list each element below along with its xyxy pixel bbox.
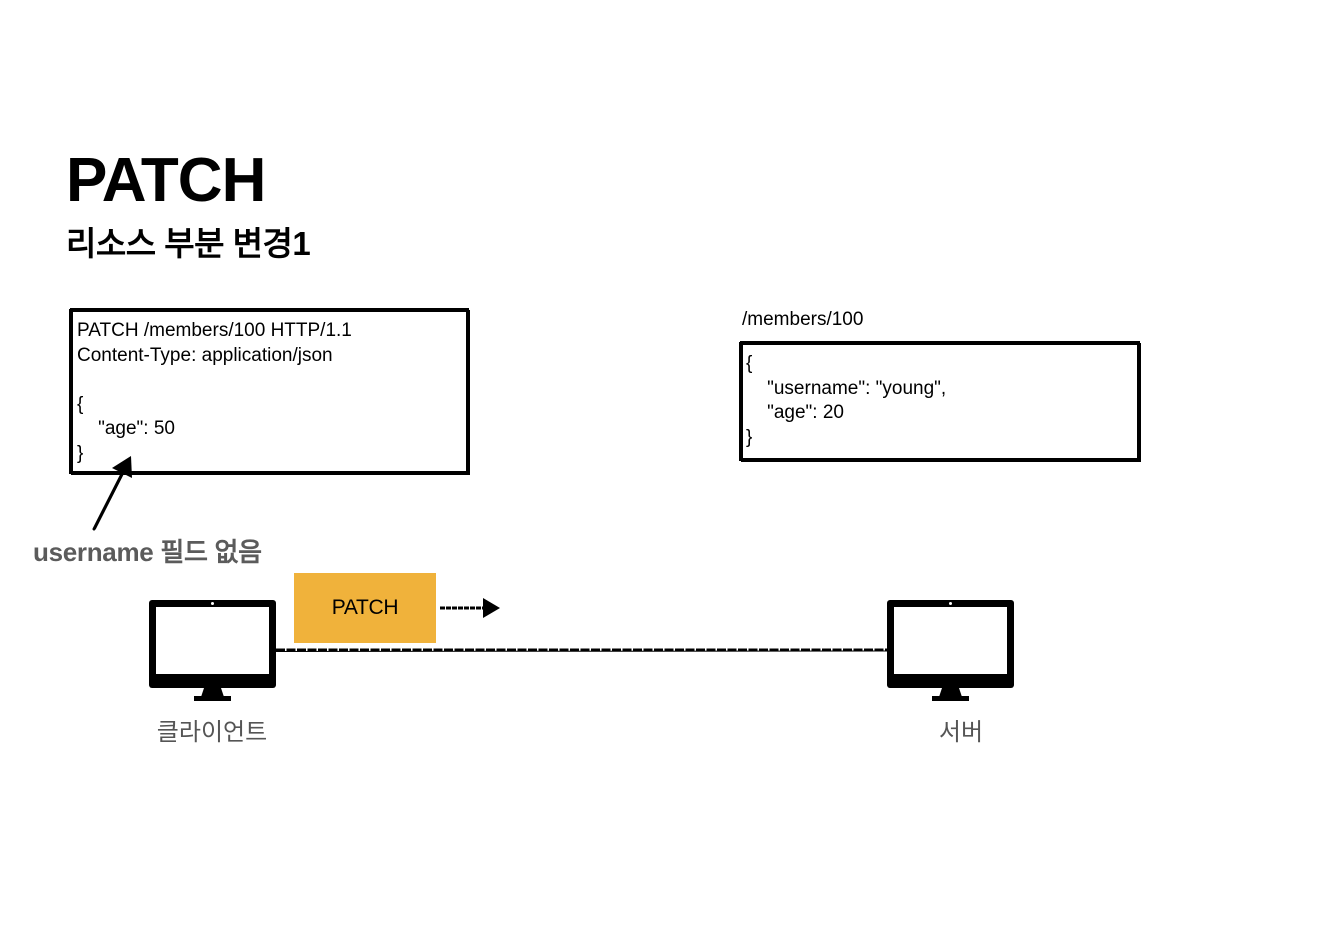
resource-body-text: { "username": "young", "age": 20 } <box>746 353 947 448</box>
resource-box <box>740 342 1140 461</box>
server-label: 서버 <box>938 719 984 746</box>
monitor-icon <box>887 600 1014 701</box>
request-message-text: PATCH /members/100 HTTP/1.1 Content-Type… <box>77 320 352 464</box>
monitor-icon <box>149 600 276 701</box>
missing-field-note: username 필드 없음 <box>33 537 262 567</box>
slide-title: PATCH <box>66 146 266 215</box>
request-direction-arrow <box>440 598 500 618</box>
patch-method-tag: PATCH <box>294 573 436 643</box>
slide-subtitle: 리소스 부분 변경1 <box>66 225 311 262</box>
resource-path-label: /members/100 <box>742 309 864 330</box>
request-message-box <box>70 309 469 474</box>
patch-method-label: PATCH <box>331 596 399 619</box>
client-label: 클라이언트 <box>156 719 268 746</box>
connection-line <box>275 648 888 652</box>
